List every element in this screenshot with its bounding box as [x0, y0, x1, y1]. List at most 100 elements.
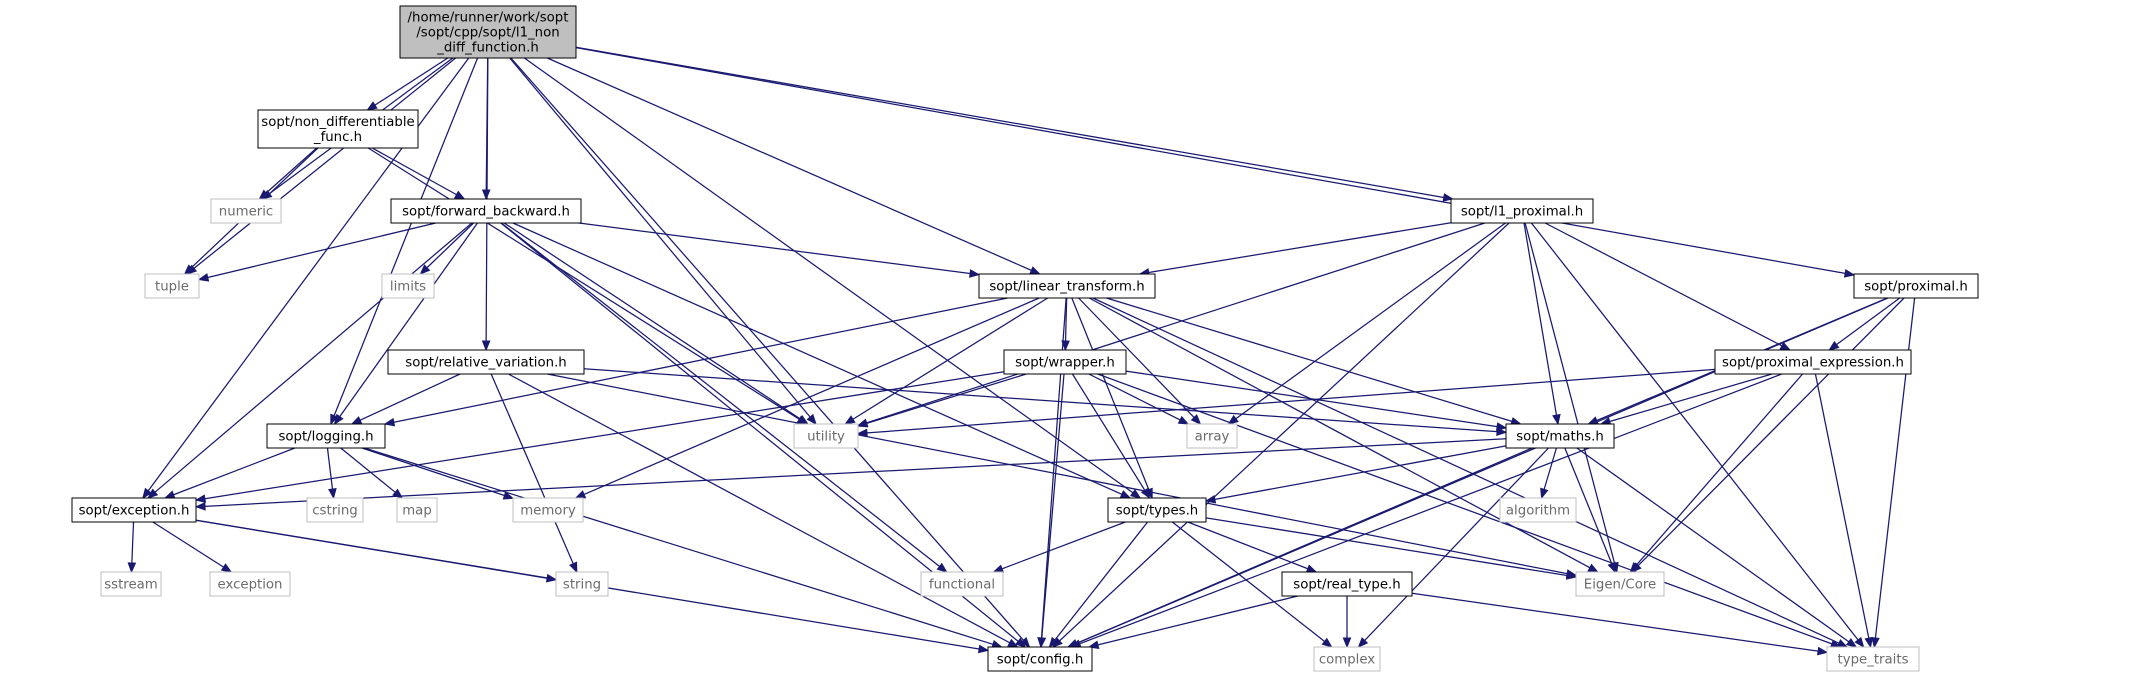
edge-lintrans-to-wrapper: [1061, 297, 1070, 352]
node-types[interactable]: sopt/types.h: [1107, 497, 1207, 523]
node-fb[interactable]: sopt/forward_backward.h: [390, 198, 582, 224]
arrowhead: [1305, 564, 1318, 573]
edge-types-to-functional: [992, 521, 1126, 573]
edge-line: [1564, 447, 1613, 564]
node-label: cstring: [312, 504, 357, 519]
arrowhead: [1587, 563, 1599, 573]
node-box: [266, 423, 386, 449]
edge-line: [1874, 297, 1916, 639]
node-wrapper[interactable]: sopt/wrapper.h: [1003, 349, 1127, 375]
edge-line: [1106, 297, 1513, 422]
edge-fb-to-limits: [419, 222, 474, 275]
node-map: map: [396, 497, 438, 523]
arrowhead: [1629, 561, 1640, 574]
arrowhead: [1565, 571, 1578, 580]
arrowhead: [1177, 415, 1190, 425]
node-lintrans[interactable]: sopt/linear_transform.h: [978, 273, 1156, 299]
edge-lintrans-to-array: [1078, 297, 1202, 425]
node-numeric: numeric: [210, 198, 282, 224]
edge-relvar-to-maths: [583, 368, 1508, 436]
node-label: sopt/proximal_expression.h: [1722, 356, 1904, 371]
edge-line: [508, 373, 1010, 644]
node-array: array: [1186, 423, 1238, 449]
node-functional: functional: [920, 571, 1004, 597]
edge-wrapper-to-exception: [194, 371, 1005, 503]
edge-relvar-to-logging: [350, 373, 461, 425]
node-realtype[interactable]: sopt/real_type.h: [1281, 571, 1413, 597]
edge-line: [193, 57, 457, 269]
edge-line: [503, 222, 801, 420]
edge-line: [364, 447, 994, 645]
edge-line: [1078, 297, 1195, 418]
node-label: Eigen/Core: [1584, 578, 1656, 593]
edge-line: [204, 438, 1507, 507]
node-box: [512, 497, 584, 523]
edge-line: [1064, 297, 1068, 342]
edge-line: [326, 447, 334, 490]
edge-line: [578, 222, 971, 275]
edge-logging-to-map: [340, 447, 404, 499]
edge-line: [1411, 592, 1819, 652]
node-label: array: [1195, 430, 1230, 445]
edge-line: [1076, 447, 1533, 645]
node-label: functional: [929, 578, 995, 593]
edge-line: [1836, 297, 1901, 346]
edge-line: [1171, 521, 1326, 642]
edge-proxexpr-to-eigencore: [1629, 373, 1804, 574]
node-complex: complex: [1313, 646, 1381, 672]
node-exception[interactable]: sopt/exception.h: [71, 497, 197, 523]
node-box: [390, 198, 582, 224]
node-label: tuple: [155, 280, 189, 295]
node-relvar[interactable]: sopt/relative_variation.h: [387, 349, 585, 375]
edge-line: [1097, 595, 1299, 646]
edge-root-to-l1prox: [575, 46, 1455, 202]
arrowhead: [419, 264, 431, 275]
edges-layer: [127, 46, 1916, 656]
node-label: /sopt/cpp/sopt/l1_non: [416, 26, 559, 41]
edge-l1prox-to-maths: [1523, 222, 1561, 426]
node-non_diff[interactable]: sopt/non_differentiable_func.h: [257, 109, 419, 149]
node-label: sopt/relative_variation.h: [405, 356, 566, 371]
arrowhead: [366, 101, 378, 111]
arrowhead: [1140, 487, 1151, 500]
arrowhead: [1828, 340, 1840, 351]
edge-wrapper-to-array: [1088, 373, 1190, 425]
node-label: utility: [807, 430, 845, 445]
edge-line: [583, 368, 1498, 433]
arrowhead: [1019, 637, 1031, 649]
edge-line: [500, 222, 940, 567]
node-proxexpr[interactable]: sopt/proximal_expression.h: [1714, 349, 1912, 375]
edge-line: [490, 373, 574, 564]
node-proximal[interactable]: sopt/proximal.h: [1853, 273, 1979, 299]
node-maths[interactable]: sopt/maths.h: [1505, 423, 1615, 449]
arrowhead: [569, 561, 578, 574]
node-memory: memory: [512, 497, 584, 523]
node-logging[interactable]: sopt/logging.h: [266, 423, 386, 449]
arrowhead: [328, 488, 337, 500]
arrowhead: [1190, 414, 1202, 425]
edge-line: [1097, 373, 1833, 645]
edge-root-to-config: [510, 57, 1031, 649]
edge-line: [1148, 222, 1452, 274]
node-root[interactable]: /home/runner/work/sopt/sopt/cpp/sopt/l1_…: [399, 5, 577, 59]
arrowhead: [333, 413, 344, 426]
edge-line: [1530, 222, 1859, 641]
arrowhead: [502, 491, 515, 500]
edge-maths-to-types: [1204, 445, 1507, 504]
arrowhead: [163, 490, 176, 499]
node-label: sopt/non_differentiable: [261, 115, 414, 130]
node-box: [1450, 198, 1594, 224]
edge-line: [1524, 222, 1616, 564]
arrowhead: [1321, 637, 1333, 648]
node-label: memory: [520, 504, 576, 519]
edge-line: [866, 373, 1027, 425]
node-l1prox[interactable]: sopt/l1_proximal.h: [1450, 198, 1594, 224]
node-box: [257, 109, 419, 149]
arrowhead: [453, 190, 466, 200]
edge-line: [1637, 297, 1905, 567]
arrowhead: [1864, 636, 1873, 649]
node-config[interactable]: sopt/config.h: [987, 646, 1093, 672]
node-box: [381, 273, 435, 299]
edge-proxexpr-to-utility: [856, 368, 1716, 438]
edge-line: [575, 47, 1846, 275]
